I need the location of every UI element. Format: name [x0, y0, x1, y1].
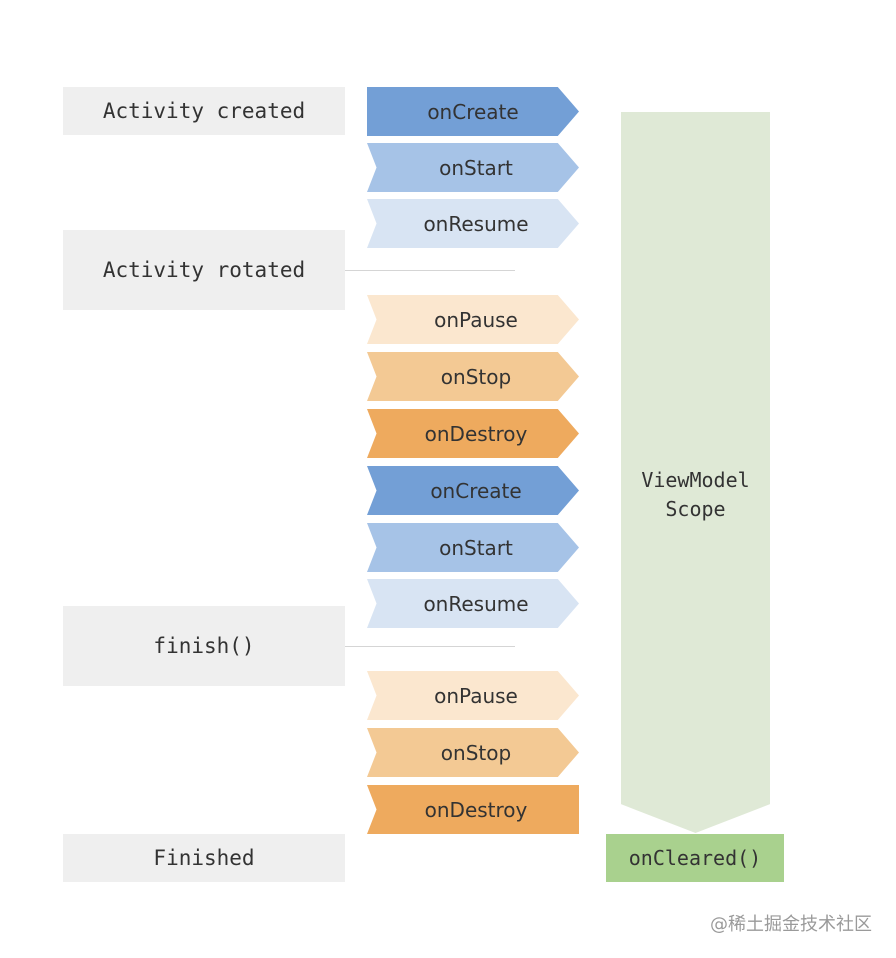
- scope-label-line2: Scope: [665, 497, 726, 521]
- watermark: @稀土掘金技术社区: [710, 914, 872, 935]
- rotated-connector-line: [345, 270, 515, 271]
- step-oncreate-1: onCreate: [367, 87, 579, 136]
- step-onstop-1: onStop: [367, 352, 579, 401]
- step-onstart-1: onStart: [367, 143, 579, 192]
- scope-label-line1: ViewModel: [641, 468, 750, 492]
- state-finish-call: finish(): [63, 606, 345, 686]
- state-finished: Finished: [63, 834, 345, 882]
- oncleared-box: onCleared(): [606, 834, 784, 882]
- step-ondestroy-1: onDestroy: [367, 409, 579, 458]
- viewmodel-scope-label: ViewModel Scope: [621, 466, 770, 524]
- viewmodel-scope-arrow: [621, 112, 770, 833]
- state-label: finish(): [153, 634, 255, 658]
- step-oncreate-2: onCreate: [367, 466, 579, 515]
- step-onstart-2: onStart: [367, 523, 579, 572]
- state-activity-rotated: Activity rotated: [63, 230, 345, 310]
- step-onstop-2: onStop: [367, 728, 579, 777]
- step-onpause-2: onPause: [367, 671, 579, 720]
- oncleared-label: onCleared(): [628, 846, 762, 870]
- step-onpause-1: onPause: [367, 295, 579, 344]
- step-onresume-2: onResume: [367, 579, 579, 628]
- step-onresume-1: onResume: [367, 199, 579, 248]
- state-activity-created: Activity created: [63, 87, 345, 135]
- state-label: Finished: [153, 846, 255, 870]
- step-ondestroy-2: onDestroy: [367, 785, 579, 834]
- state-label: Activity created: [102, 99, 306, 123]
- finish-connector-line: [345, 646, 515, 647]
- state-label: Activity rotated: [102, 258, 306, 282]
